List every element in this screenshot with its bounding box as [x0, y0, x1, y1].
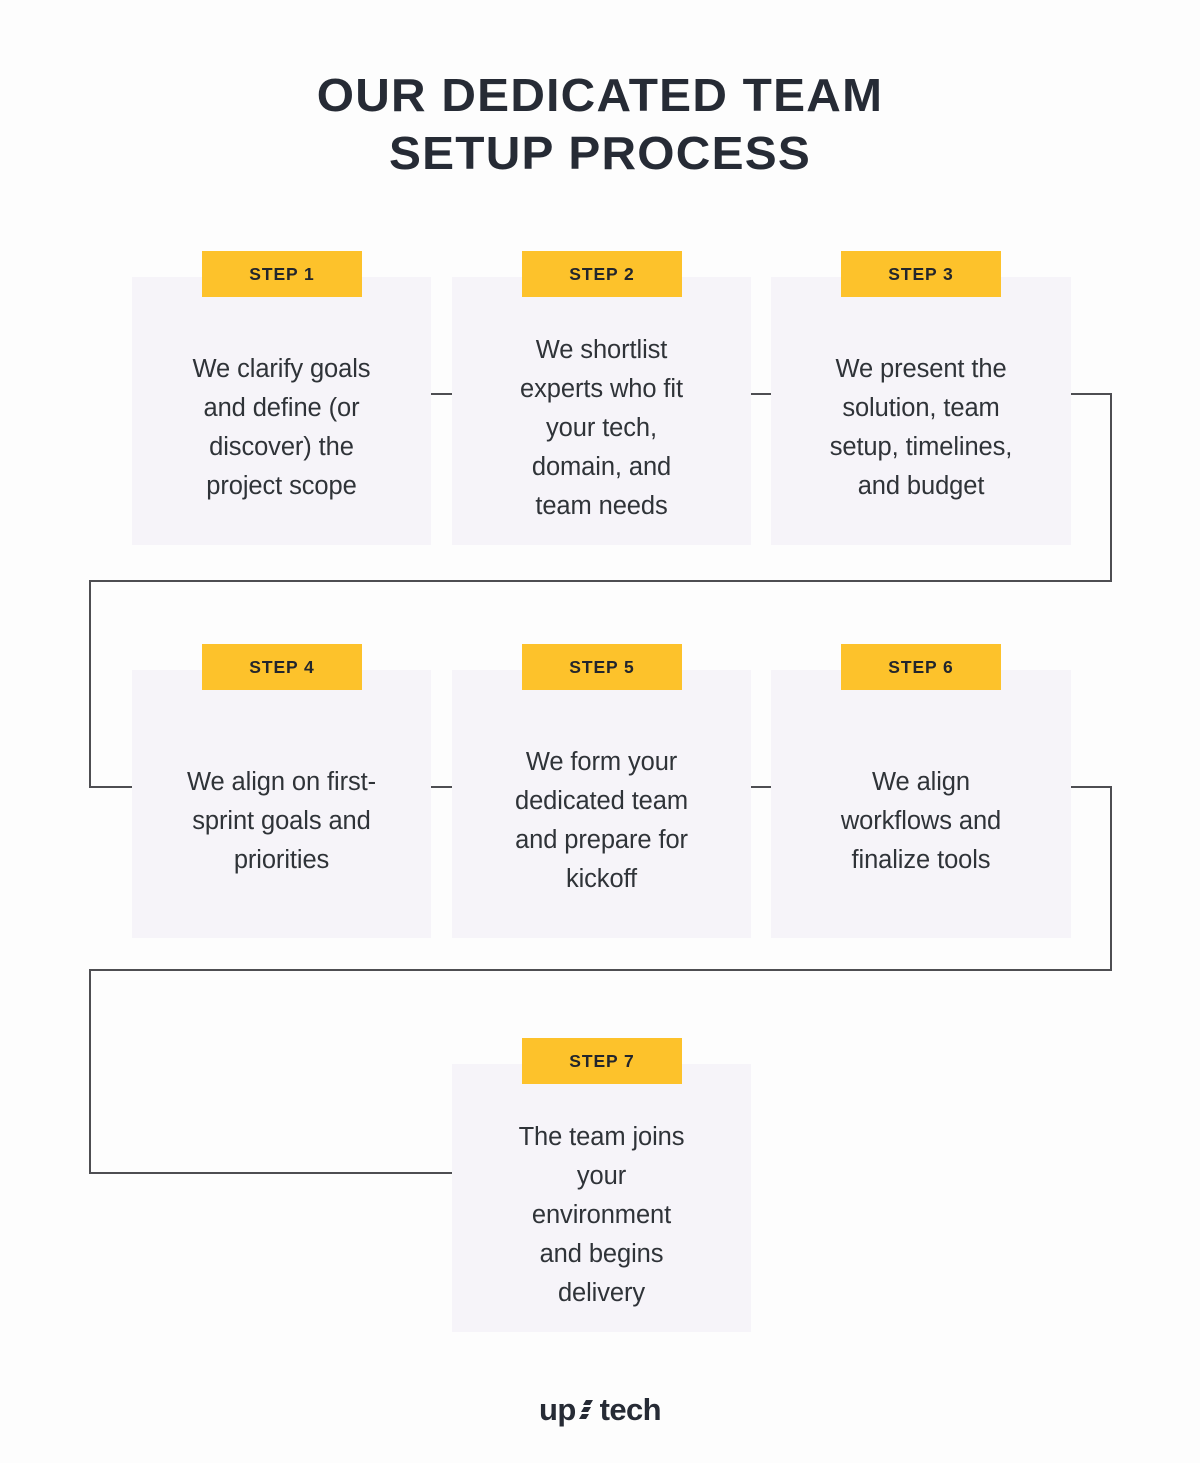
- connector-step6-right: [1071, 786, 1112, 788]
- connector-into-step7: [89, 969, 91, 1174]
- page-title-line-1: OUR DEDICATED TEAM: [316, 69, 884, 121]
- step-body-6: We align workflows and finalize tools: [840, 767, 1002, 874]
- brand-logo: up tech: [0, 1392, 1200, 1428]
- step-badge-7: STEP 7: [522, 1038, 682, 1084]
- step-badge-6: STEP 6: [841, 644, 1001, 690]
- connector-row1-row2-across: [89, 580, 1112, 582]
- connector-into-step4: [89, 580, 91, 787]
- connector-step6-down: [1110, 786, 1112, 971]
- step-badge-2: STEP 2: [522, 251, 682, 297]
- step-body-5: We form your dedicated team and prepare …: [515, 748, 688, 893]
- step-badge-label-5: STEP 5: [569, 656, 635, 677]
- step-body-1: We clarify goals and define (or discover…: [192, 355, 371, 500]
- step-badge-1: STEP 1: [202, 251, 362, 297]
- step-badge-label-4: STEP 4: [249, 656, 315, 677]
- step-badge-label-7: STEP 7: [569, 1050, 635, 1071]
- step-badge-3: STEP 3: [841, 251, 1001, 297]
- step-body-2: We shortlist experts who fit your tech, …: [520, 335, 683, 520]
- logo-text-before: up: [538, 1392, 576, 1427]
- step-body-4: We align on first- sprint goals and prio…: [186, 767, 377, 874]
- step-card-2: STEP 2 We shortlist experts who fit your…: [452, 251, 751, 545]
- step-badge-4: STEP 4: [202, 644, 362, 690]
- step-body-3: We present the solution, team setup, tim…: [829, 355, 1013, 500]
- step-badge-label-2: STEP 2: [569, 263, 635, 284]
- connector-step3-right: [1071, 393, 1112, 395]
- connector-step5-step6: [751, 786, 771, 788]
- page-title-line-2: SETUP PROCESS: [388, 127, 812, 179]
- step-badge-label-1: STEP 1: [249, 263, 315, 284]
- connector-step7-entry: [89, 1172, 452, 1174]
- connector-step2-step3: [751, 393, 771, 395]
- step-card-3: STEP 3 We present the solution, team set…: [771, 251, 1071, 545]
- logo-text-after: tech: [599, 1392, 662, 1427]
- connector-row2-row3-across: [89, 969, 1112, 971]
- step-card-1: STEP 1 We clarify goals and define (or d…: [132, 251, 431, 545]
- step-card-6: STEP 6 We align workflows and finalize t…: [771, 644, 1071, 938]
- step-card-7: STEP 7 The team joins your environment a…: [452, 1038, 751, 1332]
- page-title: OUR DEDICATED TEAM SETUP PROCESS: [0, 66, 1200, 182]
- step-card-4: STEP 4 We align on first- sprint goals a…: [132, 644, 431, 938]
- step-badge-label-3: STEP 3: [888, 263, 954, 284]
- connector-step3-down: [1110, 393, 1112, 581]
- connector-step4-step5: [431, 786, 452, 788]
- diagonal-stripes-mark-icon: [577, 1398, 599, 1424]
- step-badge-label-6: STEP 6: [888, 656, 954, 677]
- step-body-7: The team joins your environment and begi…: [518, 1122, 685, 1307]
- step-badge-5: STEP 5: [522, 644, 682, 690]
- connector-step4-entry: [89, 786, 132, 788]
- step-card-5: STEP 5 We form your dedicated team and p…: [452, 644, 751, 938]
- connector-step1-step2: [431, 393, 452, 395]
